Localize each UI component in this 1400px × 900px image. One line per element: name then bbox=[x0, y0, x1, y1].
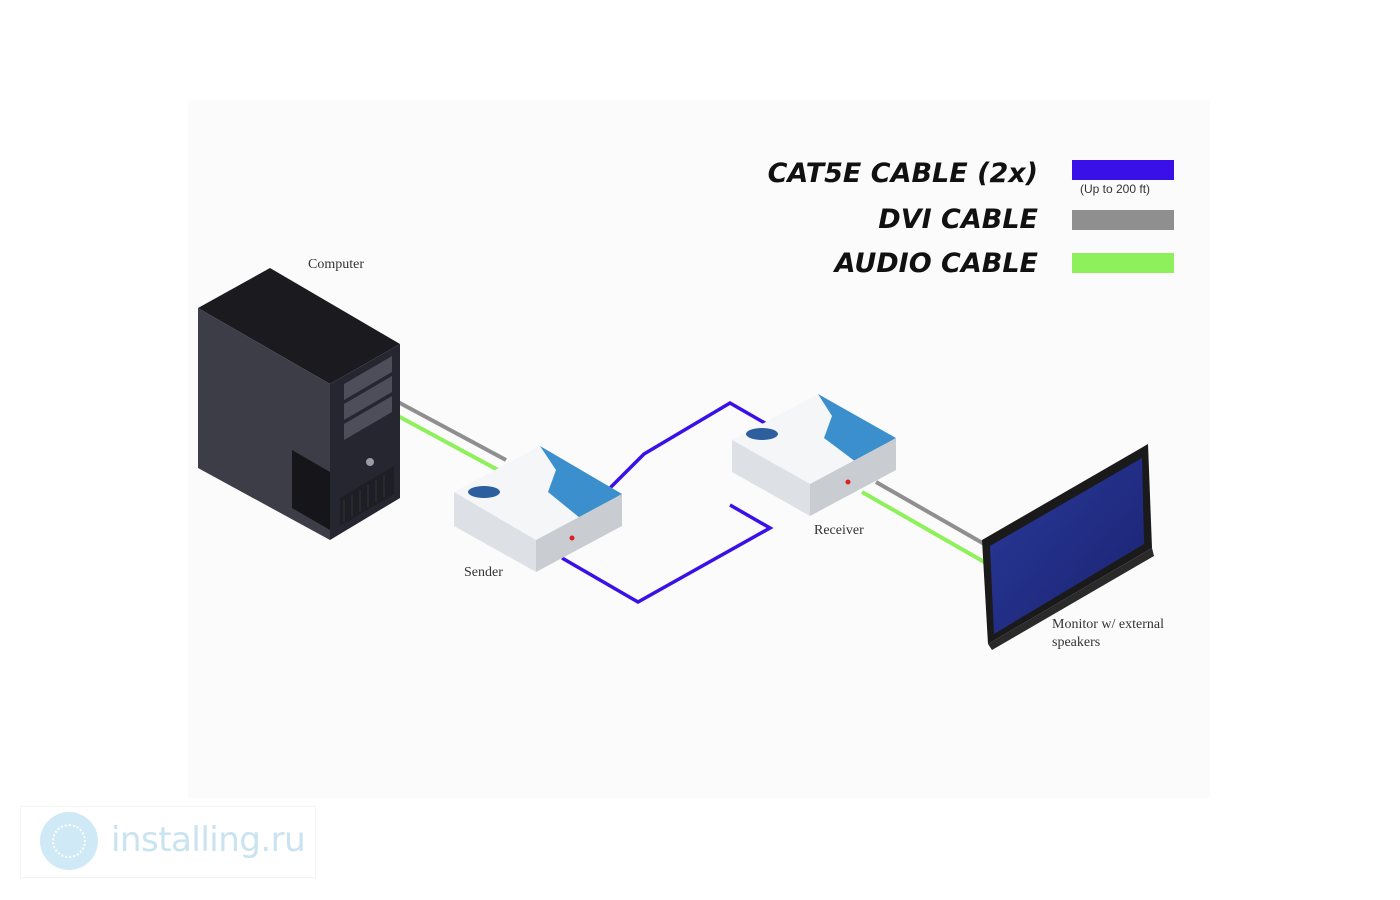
watermark-text: installing.ru bbox=[111, 820, 306, 860]
cable-legend: CAT5E CABLE (2x) (Up to 200 ft) DVI CABL… bbox=[768, 158, 1174, 279]
cat5e-cable-lower bbox=[561, 503, 774, 605]
receiver-label: Receiver bbox=[814, 523, 864, 538]
legend-dvi-swatch bbox=[1072, 210, 1174, 230]
monitor-label-line2: speakers bbox=[1052, 635, 1100, 650]
legend-dvi-label: DVI CABLE bbox=[878, 204, 1038, 235]
sender-box-icon bbox=[454, 446, 622, 572]
receiver-box-icon bbox=[732, 394, 896, 516]
flat-panel-monitor-icon bbox=[982, 444, 1154, 650]
audio-cable-receiver-monitor bbox=[861, 490, 987, 565]
installing-logo-icon bbox=[40, 812, 98, 870]
dvi-cable-computer-sender bbox=[397, 400, 507, 462]
legend-cat5e-note: (Up to 200 ft) bbox=[1080, 182, 1150, 196]
computer-label: Computer bbox=[308, 257, 364, 272]
cat5e-cable-upper bbox=[586, 400, 771, 512]
dvi-cable-receiver-monitor bbox=[875, 480, 987, 547]
monitor-label-line1: Monitor w/ external bbox=[1052, 617, 1164, 632]
receiver-monitor-cables bbox=[861, 480, 987, 565]
legend-audio-swatch bbox=[1072, 253, 1174, 273]
sender-label: Sender bbox=[464, 565, 503, 580]
watermark: installing.ru bbox=[20, 806, 316, 878]
cat5e-cables bbox=[561, 400, 774, 605]
audio-cable-computer-sender bbox=[397, 414, 499, 472]
legend-cat5e-label: CAT5E CABLE (2x) bbox=[768, 158, 1038, 189]
legend-cat5e-swatch bbox=[1072, 160, 1174, 180]
computer-tower-icon bbox=[198, 268, 400, 540]
computer-sender-cables bbox=[397, 400, 507, 472]
legend-audio-label: AUDIO CABLE bbox=[833, 248, 1039, 279]
